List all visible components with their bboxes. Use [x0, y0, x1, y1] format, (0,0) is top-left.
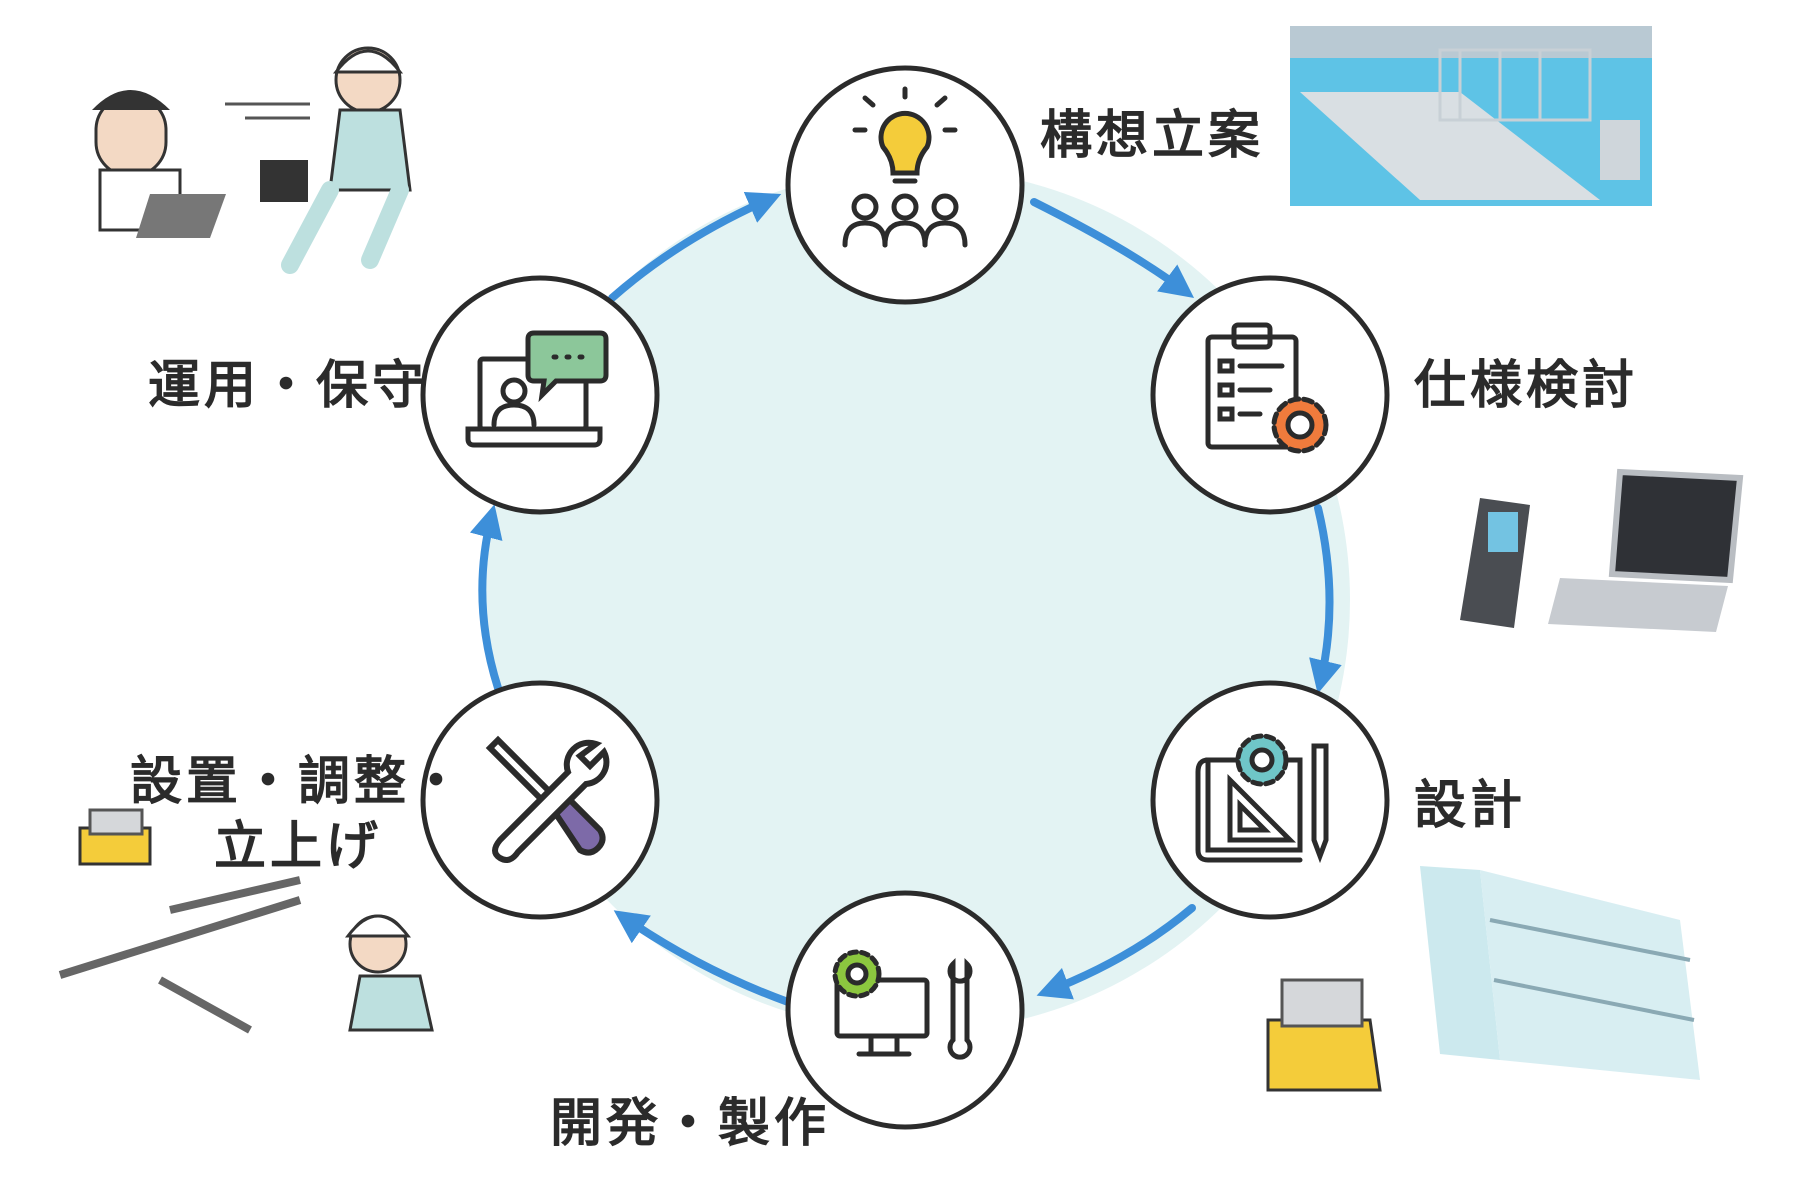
- arrow-dev-to-install: [613, 910, 792, 1006]
- arrow-spec-to-design: [1309, 504, 1342, 694]
- stage-label-install: 設置・調整・ 立上げ: [130, 750, 466, 880]
- floor-marking-engineer-illustration: [58, 808, 434, 1034]
- stage-spec: [1150, 275, 1390, 515]
- stage-label-install-line-2: 立上げ: [214, 817, 383, 877]
- stage-label-dev: 開発・製作: [550, 1094, 831, 1154]
- cycle-arrows: [469, 191, 1342, 1006]
- computer-gear-wrench-icon: [832, 949, 973, 1060]
- stage-label-concept: 構想立案: [1040, 106, 1265, 166]
- stage-label-install-line-1: 設置・調整・: [130, 752, 467, 812]
- stage-design: [1150, 680, 1390, 920]
- lightbulb-team-icon: [842, 86, 968, 248]
- handheld-and-laptop-illustration: [1460, 468, 1744, 632]
- support-and-engineer-illustration: [92, 46, 412, 274]
- warehouse-3d-layout-image: [1290, 26, 1652, 206]
- stage-install: [420, 680, 660, 920]
- stage-label-spec: 仕様検討: [1414, 356, 1639, 416]
- arrow-ops-to-concept: [608, 191, 782, 302]
- screwdriver-wrench-icon: [485, 735, 610, 863]
- arrow-concept-to-spec: [1030, 198, 1195, 299]
- stage-ops: [420, 275, 660, 515]
- clipboard-gear-icon: [1205, 322, 1329, 454]
- stage-label-design: 設計: [1414, 776, 1527, 836]
- cycle-hub: [486, 168, 1350, 1032]
- agv-and-shelving-illustration: [1266, 866, 1700, 1092]
- stage-dev: [785, 890, 1025, 1130]
- stage-label-ops: 運用・保守: [148, 356, 429, 416]
- arrow-design-to-dev: [1036, 904, 1196, 1000]
- blueprint-gear-icon: [1195, 733, 1329, 864]
- laptop-chat-icon: [465, 330, 609, 448]
- arrow-install-to-ops: [469, 504, 503, 692]
- stage-concept: [785, 65, 1025, 305]
